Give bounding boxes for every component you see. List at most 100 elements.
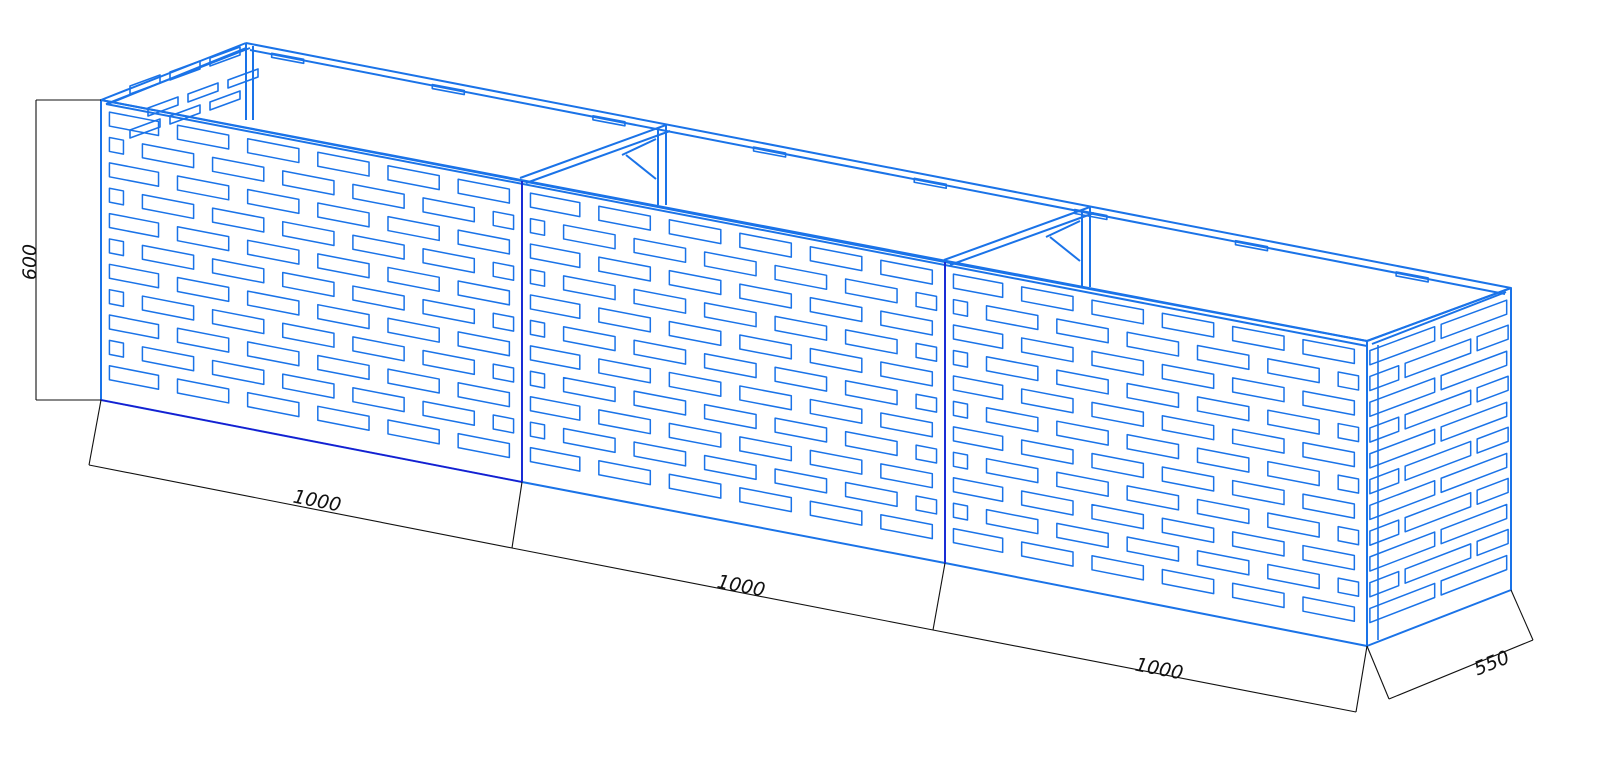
- front-panel-1-slot: [176, 225, 230, 252]
- front-panel-3-slot: [1196, 344, 1250, 371]
- front-panel-1-slot: [317, 303, 370, 330]
- front-panel-2-slot: [915, 444, 938, 464]
- front-panel-3-slot: [1196, 549, 1250, 576]
- front-panel-1-slot: [317, 151, 370, 177]
- front-panel-2-slot: [562, 325, 616, 352]
- front-panel-3-slot: [1091, 555, 1145, 581]
- front-panel-3-slot: [1337, 525, 1360, 546]
- front-panel-1-slot: [457, 178, 511, 204]
- front-panel-2-slot: [668, 320, 722, 347]
- front-panel-2-slot: [809, 296, 863, 323]
- front-panel-1-slot: [141, 143, 195, 169]
- front-panel-2-slot: [915, 495, 938, 515]
- front-panel-1-slot: [422, 400, 476, 427]
- frame-cross-brace-b-1: [625, 154, 657, 180]
- front-panel-3-slot: [1091, 401, 1145, 427]
- front-panel-3-slot: [1020, 337, 1074, 363]
- front-panel-3-slot: [952, 400, 969, 419]
- front-panel-1-slot: [281, 220, 335, 247]
- front-panel-1-slot: [457, 229, 511, 255]
- front-panel-3-slot: [985, 406, 1039, 433]
- left-side-panel-slot: [227, 68, 259, 89]
- side-panel-slot: [1440, 452, 1508, 494]
- frame-right-top-rail-inner: [1371, 291, 1507, 345]
- front-panel-2-slot: [844, 278, 898, 304]
- front-panel-2-slot: [668, 219, 722, 245]
- side-panel-slot: [1404, 389, 1472, 430]
- front-panel-1-slot: [176, 124, 230, 150]
- left-side-panel-slot: [169, 104, 201, 125]
- side-panel-slot: [1404, 543, 1472, 584]
- front-panel-1-slot: [492, 312, 515, 332]
- front-panel-2-slot: [633, 390, 687, 416]
- front-panel-3-slot: [1091, 299, 1145, 325]
- front-panel-2-slot: [562, 275, 616, 301]
- front-panel-3-slot: [952, 527, 1004, 554]
- front-panel-1-slot: [422, 248, 476, 274]
- side-panel-slot: [1404, 440, 1472, 482]
- front-panel-2-slot: [668, 422, 722, 448]
- front-panel-3-slot: [952, 502, 969, 521]
- front-panel-3-slot: [1056, 471, 1109, 498]
- front-panel-3-slot: [1231, 479, 1285, 506]
- front-panel-2-slot: [529, 294, 581, 320]
- front-panel-2-slot: [809, 398, 863, 425]
- front-panel-3-slot: [1161, 466, 1215, 492]
- front-panel-2-slot: [774, 366, 828, 392]
- front-panel-1-slot: [176, 276, 230, 303]
- top-rail-slot: [913, 177, 948, 190]
- front-panel-1-slot: [317, 253, 370, 279]
- front-panel-2-slot: [739, 486, 793, 513]
- side-panel-slot: [1476, 477, 1509, 506]
- front-panel-3-slot: [952, 477, 1004, 503]
- side-panel-slot: [1369, 479, 1436, 521]
- front-panel-1-slot: [492, 261, 515, 281]
- front-panel-2-slot: [809, 347, 863, 374]
- front-panel-2-slot: [529, 319, 546, 338]
- front-panel-2-slot: [739, 283, 793, 309]
- front-panel-3-slot: [1337, 474, 1360, 494]
- front-panel-2-slot: [703, 454, 757, 481]
- front-panel-3-slot: [1056, 420, 1109, 446]
- front-panel-3-slot: [952, 273, 1004, 299]
- left-side-panel-slot: [147, 96, 179, 117]
- front-panel-1-slot: [108, 288, 125, 308]
- front-panel-2-slot: [880, 310, 934, 336]
- front-panel-1-slot: [108, 238, 125, 257]
- front-panel-1-slot: [108, 187, 125, 206]
- front-panel-3-slot: [1302, 441, 1356, 468]
- width-dimension-line-1: [88, 464, 513, 549]
- front-panel-2-slot: [529, 268, 546, 287]
- front-panel-3-slot: [1161, 312, 1215, 338]
- front-panel-1-slot: [141, 295, 195, 321]
- front-panel-3-slot: [1056, 522, 1109, 549]
- front-panel-1-slot: [387, 266, 440, 293]
- top-rail-slot: [1074, 208, 1108, 221]
- width-dimension-line-2: [511, 547, 934, 631]
- front-panel-2-slot: [703, 251, 757, 277]
- front-panel-2-slot: [529, 243, 581, 269]
- front-panel-2-slot: [703, 302, 757, 328]
- height-dimension-label: 600: [19, 244, 41, 280]
- front-panel-2-slot: [633, 237, 687, 264]
- top-rail-slot: [431, 83, 466, 96]
- side-panel-slot: [1440, 503, 1508, 545]
- side-panel-slot: [1369, 570, 1400, 598]
- front-panel-2-slot: [809, 246, 863, 272]
- front-panel-2-slot: [774, 468, 828, 494]
- frame-cross-brace-a-2: [1045, 220, 1081, 238]
- front-panel-1-slot: [108, 111, 160, 137]
- front-panel-1-slot: [246, 239, 300, 265]
- front-panel-1-slot: [211, 308, 265, 335]
- front-panel-3-slot: [985, 508, 1039, 535]
- front-panel-1-slot: [246, 290, 300, 316]
- frame-back-top-rail: [245, 42, 1512, 289]
- front-panel-1-slot: [176, 175, 230, 201]
- front-panel-2-slot: [598, 459, 652, 486]
- front-panel-3-slot: [1337, 371, 1360, 391]
- front-panel-1-slot: [457, 381, 511, 408]
- front-panel-3-slot: [1020, 541, 1074, 567]
- front-panel-1-slot: [387, 215, 440, 242]
- width-extension-1: [88, 399, 102, 466]
